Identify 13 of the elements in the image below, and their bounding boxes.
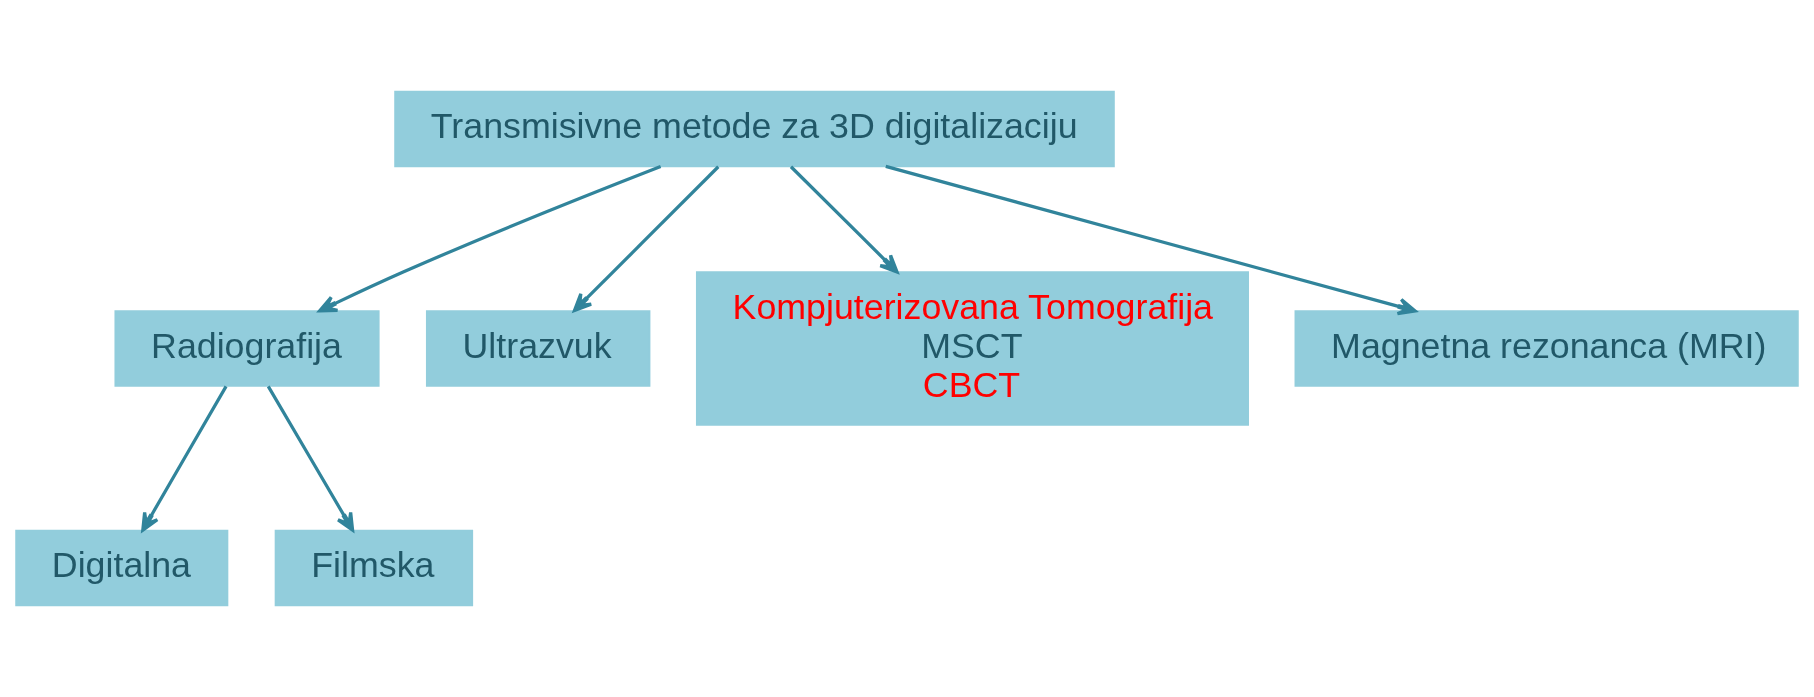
node-box: Kompjuterizovana Tomografija MSCT CBCT (695, 271, 1249, 426)
arrow (318, 164, 662, 313)
node-box: Digitalna (15, 529, 229, 607)
node-box: Radiografija (114, 310, 380, 387)
arrow (141, 385, 228, 532)
node-box: Filmska (274, 529, 474, 607)
node-box: Magnetna rezonanca (MRI) (1294, 310, 1799, 387)
arrow (572, 165, 720, 313)
node-box: Ultrazvuk (425, 310, 651, 387)
node-box: Transmisivne metode za 3D digitalizaciju (394, 90, 1115, 168)
arrow (885, 164, 1417, 316)
arrow (266, 385, 355, 532)
arrow (789, 165, 899, 274)
